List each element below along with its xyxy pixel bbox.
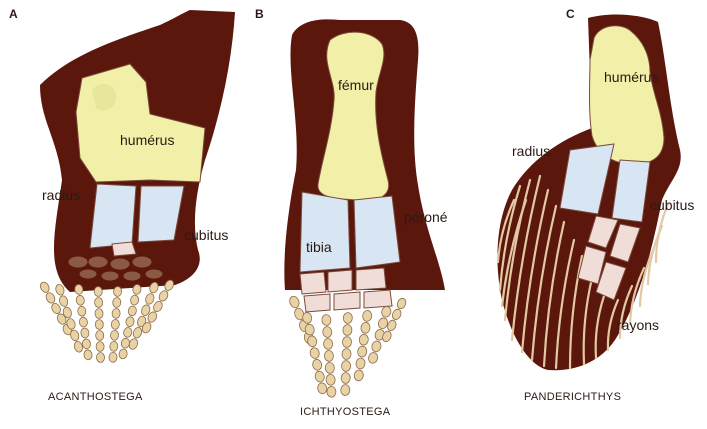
- label-b-tibia: tibia: [306, 240, 332, 254]
- acanthostega-phalanx: [95, 308, 103, 318]
- acanthostega-phalanx: [94, 297, 102, 307]
- acanthostega-phalanx: [96, 341, 104, 351]
- acanthostega-phalanx: [109, 352, 118, 362]
- acanthostega-phalanx: [111, 319, 120, 329]
- ichthyostega-phalanx: [309, 347, 320, 359]
- acanthostega-phalanx: [128, 338, 139, 351]
- ichthyostega-phalanx: [377, 317, 389, 330]
- acanthostega-phalanx: [54, 283, 65, 296]
- caption-panderichthys: PANDERICHTHYS: [524, 392, 621, 403]
- ichthyostega-phalanx: [342, 336, 351, 347]
- caption-ichthyostega: ICHTHYOSTEGA: [300, 407, 390, 418]
- ichthyostega-phalanx: [354, 369, 364, 381]
- ichthyostega-phalanx: [325, 362, 335, 373]
- ichthyostega-phalanx: [367, 351, 379, 364]
- ichthyostega-phalanx: [371, 340, 383, 353]
- acanthostega-phalanx: [76, 295, 85, 306]
- acanthostega-phalanx: [123, 327, 133, 338]
- ichthyostega-phalanx: [355, 358, 365, 370]
- panel-letter-c: C: [566, 8, 575, 20]
- acanthostega-phalanx: [77, 306, 86, 317]
- acanthostega-carpal: [112, 242, 136, 256]
- acanthostega-phalanx: [83, 349, 92, 360]
- label-c-humerus: humérus: [604, 70, 658, 84]
- ichthyostega-phalanx: [357, 346, 367, 358]
- acanthostega-phalanx: [118, 348, 128, 359]
- ichthyostega-phalanx: [327, 386, 337, 397]
- ichthyostega-phalanx: [314, 370, 325, 382]
- ichthyostega-phalanx: [343, 324, 352, 335]
- ichthyostega-phalanx: [386, 319, 398, 332]
- ichthyostega-phalanx: [312, 359, 323, 371]
- acanthostega-phalanx: [94, 286, 102, 296]
- acanthostega-phalanx: [144, 292, 155, 305]
- acanthostega-phalanx: [132, 326, 143, 339]
- ichthyostega-phalanx: [323, 338, 333, 349]
- ichthyostega-digit: [354, 310, 373, 381]
- label-c-rayons: rayons: [617, 318, 659, 332]
- acanthostega-phalanx: [110, 330, 119, 340]
- acanthostega-radius-bone: [90, 184, 136, 248]
- ichthyostega-phalanx: [391, 308, 403, 321]
- ichthyostega-phalanx: [396, 297, 408, 310]
- acanthostega-phalanx: [95, 319, 103, 329]
- acanthostega-phalanx: [80, 328, 89, 339]
- ichthyostega-digit: [341, 312, 353, 395]
- acanthostega-phalanx: [39, 281, 51, 294]
- acanthostega-phalanx: [125, 316, 135, 327]
- ichthyostega-phalanx: [317, 382, 328, 394]
- ichthyostega-phalanx: [324, 350, 334, 361]
- ichthyostega-perone-bone: [354, 196, 400, 268]
- panel-letter-a: A: [9, 8, 18, 20]
- acanthostega-phalanx: [44, 291, 56, 304]
- ichthyostega-phalanx: [341, 384, 350, 395]
- ichthyostega-phalanx: [343, 312, 352, 323]
- ichthyostega-phalanx: [288, 295, 301, 309]
- caption-acanthostega: ACANTHOSTEGA: [48, 392, 143, 403]
- label-a-cubitus: cubitus: [184, 228, 228, 242]
- ichthyostega-phalanx: [341, 372, 350, 383]
- ichthyostega-phalanx: [326, 374, 336, 385]
- ichthyostega-phalanx: [362, 310, 372, 322]
- ichthyostega-phalanx: [360, 322, 370, 334]
- label-a-humerus: humérus: [120, 133, 174, 147]
- ichthyostega-phalanx: [380, 305, 392, 318]
- acanthostega-phalanx: [79, 317, 88, 328]
- acanthostega-phalanx: [109, 341, 118, 351]
- label-b-femur: fémur: [338, 78, 374, 92]
- label-c-cubitus: cubitus: [650, 198, 694, 212]
- acanthostega-phalanx: [113, 286, 122, 296]
- acanthostega-phalanx: [96, 352, 104, 362]
- ichthyostega-phalanx: [341, 360, 350, 371]
- acanthostega-phalanx: [157, 289, 169, 302]
- ichthyostega-phalanx: [342, 348, 351, 359]
- acanthostega-phalanx: [152, 300, 164, 313]
- acanthostega-phalanx: [130, 294, 140, 305]
- panel-letter-b: B: [255, 8, 264, 20]
- acanthostega-phalanx: [120, 338, 130, 349]
- acanthostega-phalanx: [82, 338, 91, 349]
- ichthyostega-phalanx: [359, 334, 369, 346]
- label-c-radius: radius: [512, 144, 550, 158]
- ichthyostega-phalanx: [322, 326, 332, 337]
- acanthostega-phalanx: [112, 308, 121, 318]
- acanthostega-phalanx: [112, 297, 121, 307]
- ichthyostega-phalanx: [322, 314, 332, 325]
- label-a-radius: radius: [42, 188, 80, 202]
- acanthostega-digits: [39, 279, 176, 363]
- acanthostega-phalanx: [58, 295, 69, 308]
- label-b-perone: péroné: [404, 210, 448, 224]
- acanthostega-digit: [94, 286, 105, 362]
- acanthostega-phalanx: [127, 305, 137, 316]
- ichthyostega-tibia-bone: [300, 192, 350, 272]
- acanthostega-phalanx: [96, 330, 104, 340]
